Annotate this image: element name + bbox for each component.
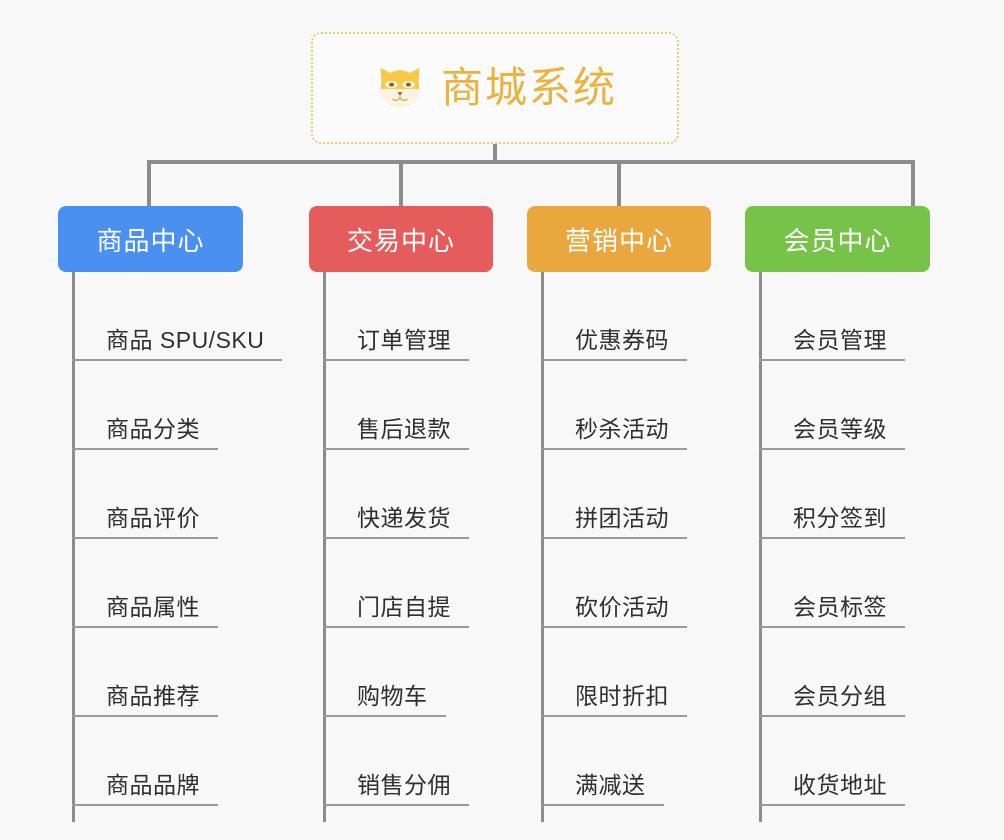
leaf-item[interactable]: 门店自提 (323, 539, 553, 628)
leaf-item[interactable]: 满减送 (541, 717, 771, 806)
column-spine (759, 272, 762, 822)
leaf-item[interactable]: 会员管理 (759, 272, 989, 361)
leaf-label: 限时折扣 (575, 682, 669, 709)
leaf-item[interactable]: 商品 SPU/SKU (72, 272, 302, 361)
leaf-label: 砍价活动 (575, 593, 669, 620)
leaf-item[interactable]: 销售分佣 (323, 717, 553, 806)
category-label: 会员中心 (783, 225, 892, 256)
leaf-column-member: 会员管理 会员等级 积分签到 会员标签 会员分组 收货地址 (759, 272, 989, 822)
column-spine (72, 272, 75, 822)
connector-branch-1 (147, 160, 151, 210)
category-header-member[interactable]: 会员中心 (745, 206, 930, 272)
leaf-item[interactable]: 商品品牌 (72, 717, 302, 806)
category-header-marketing[interactable]: 营销中心 (527, 206, 711, 272)
leaf-label: 拼团活动 (575, 504, 669, 531)
leaf-label: 满减送 (575, 771, 646, 798)
leaf-label: 秒杀活动 (575, 415, 669, 442)
leaf-item[interactable]: 限时折扣 (541, 628, 771, 717)
category-label: 营销中心 (564, 225, 673, 256)
category-label: 商品中心 (96, 225, 205, 256)
column-spine (541, 272, 544, 822)
leaf-item[interactable]: 拼团活动 (541, 450, 771, 539)
leaf-item[interactable]: 收货地址 (759, 717, 989, 806)
shiba-dog-face-icon (373, 61, 427, 115)
leaf-label: 商品分类 (106, 415, 200, 442)
root-node[interactable]: 商城系统 (311, 32, 679, 144)
connector-horizontal-bus (149, 160, 915, 164)
leaf-label: 商品推荐 (106, 682, 200, 709)
leaf-label: 商品评价 (106, 504, 200, 531)
leaf-label: 优惠券码 (575, 326, 669, 353)
column-spine (323, 272, 326, 822)
leaf-item[interactable]: 砍价活动 (541, 539, 771, 628)
connector-root-stem (493, 144, 497, 164)
leaf-label: 收货地址 (793, 771, 887, 798)
leaf-label: 商品 SPU/SKU (106, 326, 265, 353)
leaf-item[interactable]: 售后退款 (323, 361, 553, 450)
leaf-item[interactable]: 订单管理 (323, 272, 553, 361)
leaf-label: 积分签到 (793, 504, 887, 531)
leaf-column-marketing: 优惠券码 秒杀活动 拼团活动 砍价活动 限时折扣 满减送 (541, 272, 771, 822)
leaf-label: 商品属性 (106, 593, 200, 620)
leaf-label: 门店自提 (357, 593, 451, 620)
leaf-label: 商品品牌 (106, 771, 200, 798)
leaf-label: 会员标签 (793, 593, 887, 620)
leaf-item[interactable]: 商品属性 (72, 539, 302, 628)
leaf-item[interactable]: 积分签到 (759, 450, 989, 539)
leaf-item[interactable]: 购物车 (323, 628, 553, 717)
root-title: 商城系统 (440, 64, 617, 111)
leaf-label: 订单管理 (357, 326, 451, 353)
leaf-item[interactable]: 会员标签 (759, 539, 989, 628)
leaf-item[interactable]: 秒杀活动 (541, 361, 771, 450)
leaf-column-trade: 订单管理 售后退款 快递发货 门店自提 购物车 销售分佣 (323, 272, 553, 822)
leaf-item[interactable]: 商品评价 (72, 450, 302, 539)
leaf-item[interactable]: 商品分类 (72, 361, 302, 450)
leaf-label: 会员等级 (793, 415, 887, 442)
leaf-label: 销售分佣 (357, 771, 451, 798)
category-label: 交易中心 (346, 225, 455, 256)
connector-branch-2 (399, 160, 403, 207)
category-header-trade[interactable]: 交易中心 (309, 206, 493, 272)
leaf-item[interactable]: 优惠券码 (541, 272, 771, 361)
category-header-product[interactable]: 商品中心 (58, 206, 243, 272)
leaf-label: 售后退款 (357, 415, 451, 442)
leaf-item[interactable]: 会员分组 (759, 628, 989, 717)
leaf-column-product: 商品 SPU/SKU 商品分类 商品评价 商品属性 商品推荐 商品品牌 (72, 272, 302, 822)
leaf-item[interactable]: 商品推荐 (72, 628, 302, 717)
connector-branch-3 (617, 160, 621, 207)
leaf-label: 会员分组 (793, 682, 887, 709)
leaf-label: 会员管理 (793, 326, 887, 353)
leaf-item[interactable]: 会员等级 (759, 361, 989, 450)
leaf-label: 购物车 (357, 682, 428, 709)
connector-branch-4 (911, 160, 915, 207)
leaf-item[interactable]: 快递发货 (323, 450, 553, 539)
leaf-label: 快递发货 (357, 504, 451, 531)
